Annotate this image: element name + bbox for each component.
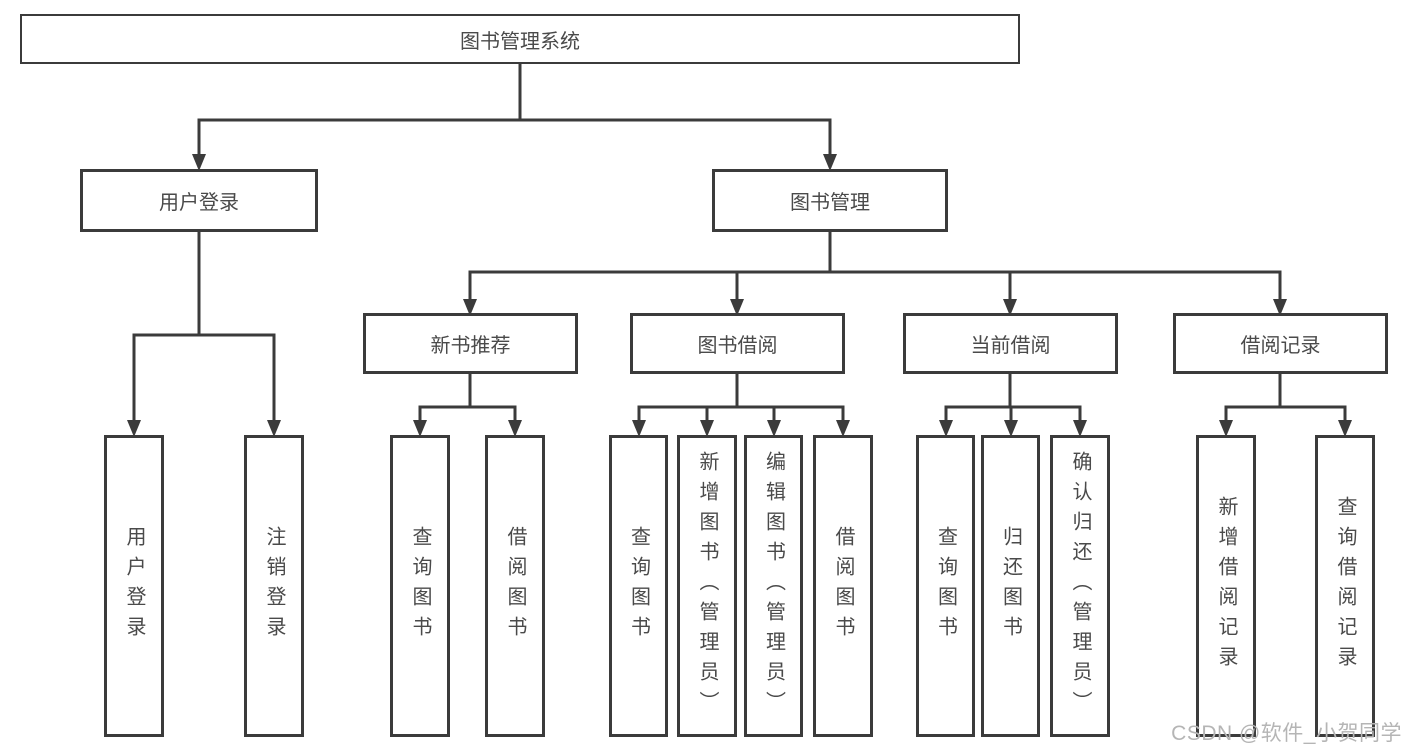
node-search-borrow-record: 查询借阅记录 <box>1315 435 1375 737</box>
node-book-borrowing: 图书借阅 <box>630 313 845 374</box>
node-label: 图书借阅 <box>697 335 778 357</box>
node-search-books-recommend: 查询图书 <box>390 435 450 737</box>
node-library-system-root: 图书管理系统 <box>20 14 1020 64</box>
node-label: 用户登录 <box>123 526 145 646</box>
node-borrow-book: 借阅图书 <box>813 435 873 737</box>
node-new-book-recommend: 新书推荐 <box>363 313 578 374</box>
node-label: 编辑图书（管理员） <box>762 451 785 721</box>
node-borrow-books-recommend: 借阅图书 <box>485 435 545 737</box>
node-label: 确认归还（管理员） <box>1069 451 1091 721</box>
node-label: 用户登录 <box>159 192 239 214</box>
node-current-borrowing: 当前借阅 <box>903 313 1118 374</box>
node-user-login-leaf: 用户登录 <box>104 435 164 737</box>
node-confirm-return-admin: 确认归还（管理员） <box>1050 435 1110 737</box>
node-label: 新增借阅记录 <box>1215 496 1237 676</box>
node-logout-leaf: 注销登录 <box>244 435 304 737</box>
node-return-book: 归还图书 <box>981 435 1040 737</box>
node-label: 查询图书 <box>934 526 957 646</box>
node-edit-book-admin: 编辑图书（管理员） <box>744 435 803 737</box>
node-search-books-borrowing: 查询图书 <box>609 435 668 737</box>
node-label: 归还图书 <box>999 526 1022 646</box>
node-search-books-current: 查询图书 <box>916 435 975 737</box>
node-label: 查询借阅记录 <box>1334 496 1356 676</box>
node-user-login: 用户登录 <box>80 169 318 232</box>
node-add-borrow-record: 新增借阅记录 <box>1196 435 1256 737</box>
node-book-management: 图书管理 <box>712 169 948 232</box>
node-borrowing-records: 借阅记录 <box>1173 313 1388 374</box>
node-label: 当前借阅 <box>970 335 1051 357</box>
node-label: 查询图书 <box>627 526 650 646</box>
node-label: 新书推荐 <box>430 335 511 357</box>
csdn-watermark: CSDN @软件_小贺同学 <box>1171 722 1402 745</box>
node-label: 注销登录 <box>263 526 285 646</box>
node-label: 新增图书（管理员） <box>696 451 718 721</box>
node-label: 借阅图书 <box>504 526 526 646</box>
node-label: 借阅图书 <box>832 526 854 646</box>
node-label: 借阅记录 <box>1240 335 1321 357</box>
node-label: 图书管理系统 <box>460 30 580 53</box>
node-add-book-admin: 新增图书（管理员） <box>677 435 737 737</box>
node-label: 查询图书 <box>409 526 431 646</box>
node-label: 图书管理 <box>790 192 870 214</box>
